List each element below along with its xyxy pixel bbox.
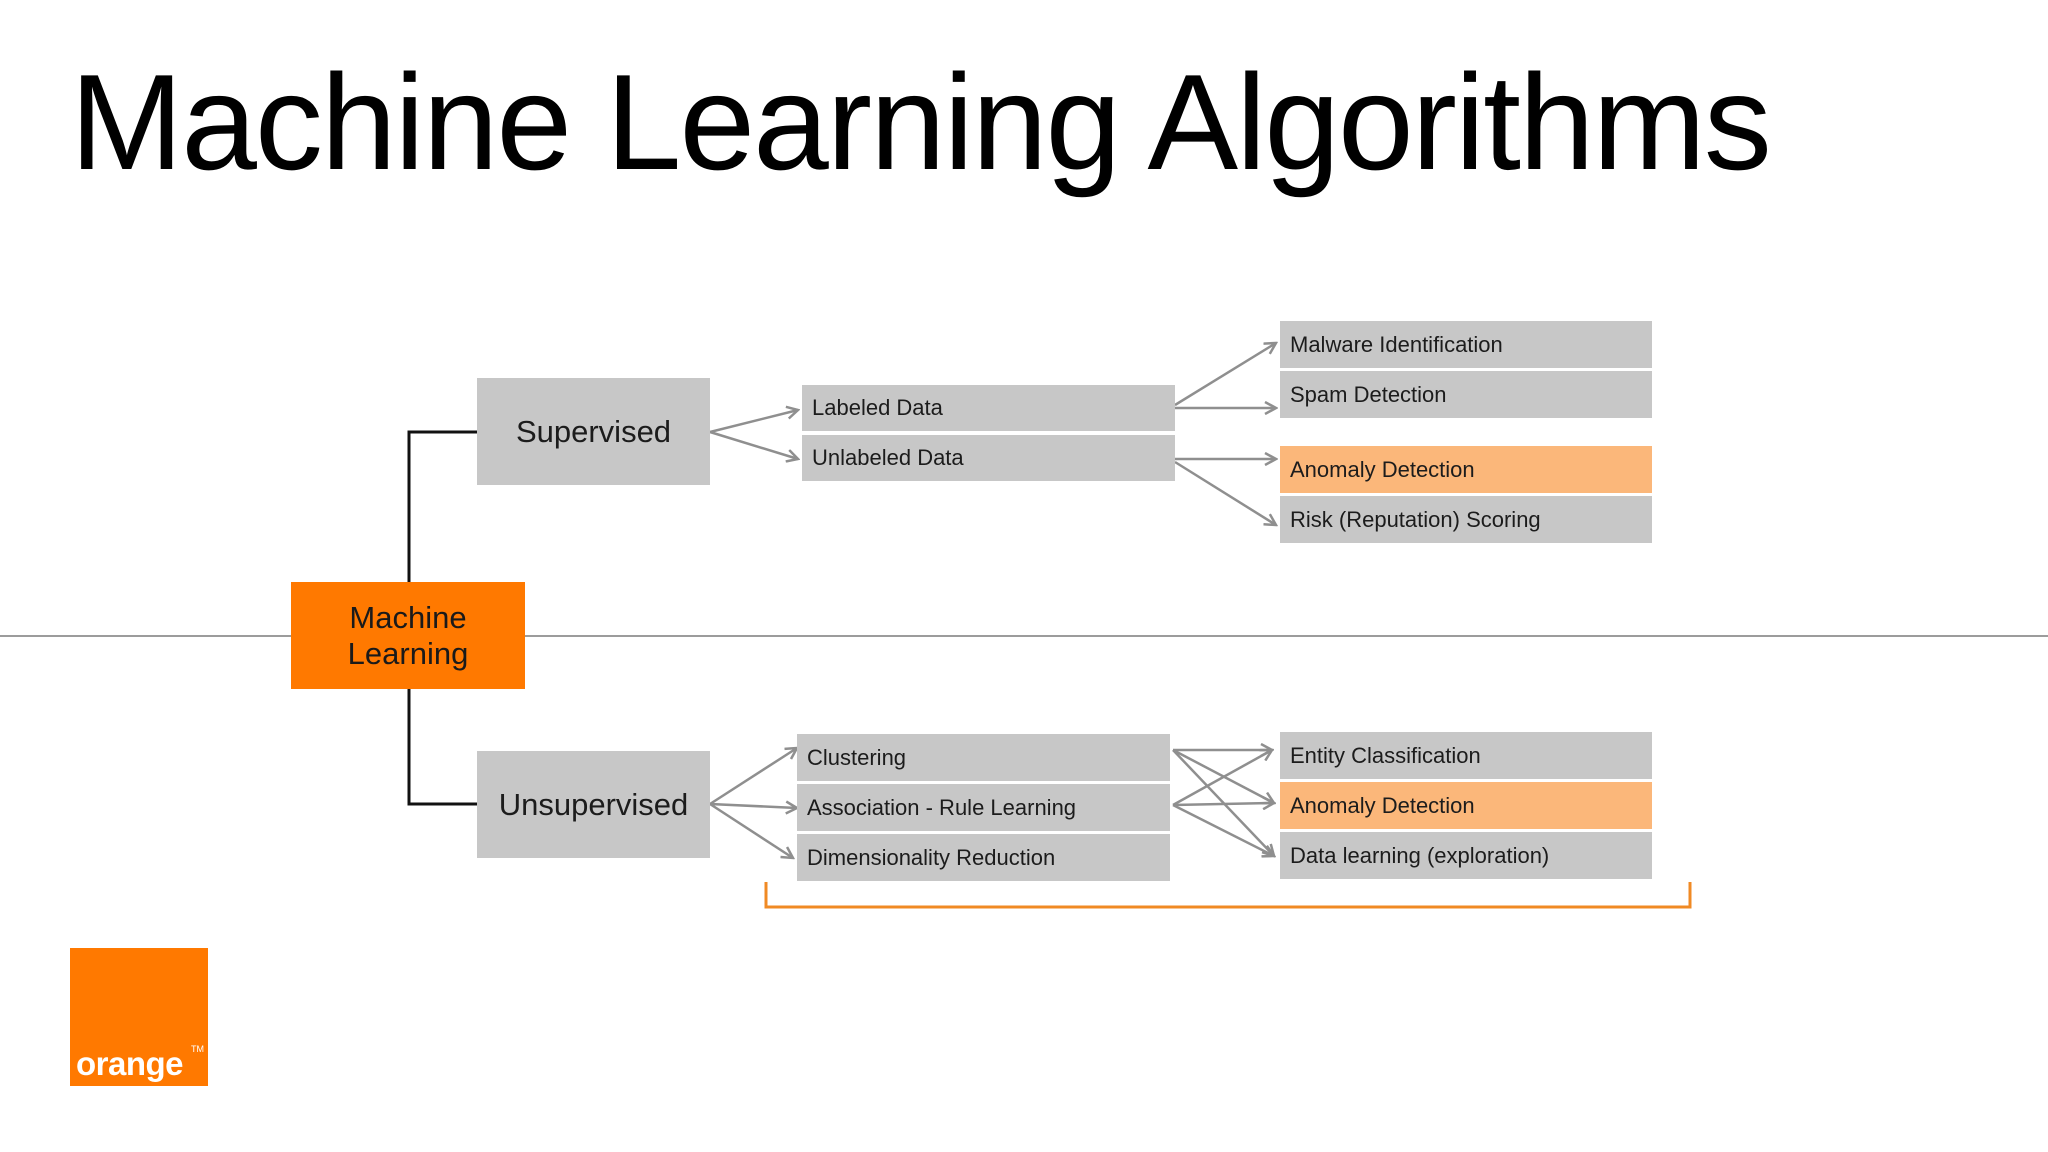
clustering-box: Clustering	[797, 734, 1170, 781]
anomaly-detection-box-unsupervised: Anomaly Detection	[1280, 782, 1652, 829]
risk-scoring-box: Risk (Reputation) Scoring	[1280, 496, 1652, 543]
spam-detection-box: Spam Detection	[1280, 371, 1652, 418]
unsupervised-node: Unsupervised	[477, 751, 710, 858]
root-label-line2: Learning	[347, 635, 469, 671]
tree-connector	[407, 430, 477, 806]
divider-line	[0, 635, 2048, 637]
orange-bracket	[764, 882, 1692, 909]
logo-text: orange	[76, 1045, 184, 1082]
supervised-arrows	[709, 343, 1276, 525]
association-rule-learning-box: Association - Rule Learning	[797, 784, 1170, 831]
unlabeled-data-box: Unlabeled Data	[802, 435, 1175, 481]
dimensionality-reduction-box: Dimensionality Reduction	[797, 834, 1170, 881]
logo-trademark: TM	[191, 1044, 204, 1054]
entity-classification-box: Entity Classification	[1280, 732, 1652, 779]
anomaly-detection-box-supervised: Anomaly Detection	[1280, 446, 1652, 493]
supervised-node: Supervised	[477, 378, 710, 485]
labeled-data-box: Labeled Data	[802, 385, 1175, 431]
slide-title: Machine Learning Algorithms	[70, 46, 1772, 198]
unsupervised-arrows	[709, 748, 1274, 858]
machine-learning-node: Machine Learning	[291, 582, 525, 689]
malware-identification-box: Malware Identification	[1280, 321, 1652, 368]
root-label-line1: Machine	[349, 599, 467, 635]
data-learning-box: Data learning (exploration)	[1280, 832, 1652, 879]
orange-logo: TM orange	[70, 948, 208, 1086]
